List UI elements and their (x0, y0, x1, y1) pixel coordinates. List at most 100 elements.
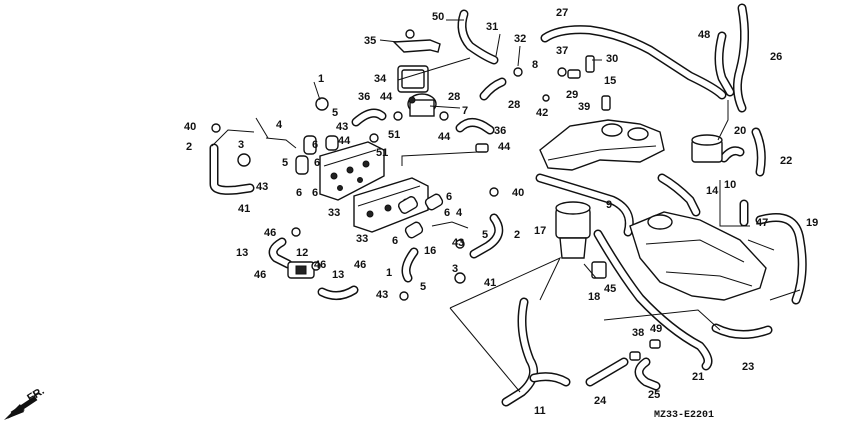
hose-9 (535, 173, 634, 237)
leader-lines (255, 19, 801, 393)
callout-5b: 5 (282, 157, 288, 169)
callout-6: 6 (312, 139, 318, 151)
hose-1-lower (401, 247, 419, 283)
callout-9: 9 (606, 199, 612, 211)
callout-48: 48 (698, 29, 710, 41)
callout-43c: 43 (452, 237, 464, 249)
callout-15: 15 (604, 75, 616, 87)
hose-31 (457, 9, 499, 65)
hose-26 (732, 3, 750, 113)
hose-11 (501, 297, 539, 407)
vacuum-valve-17 (555, 201, 591, 259)
callout-numbers: 50 27 48 26 31 32 35 37 30 8 34 1 15 28 … (184, 7, 818, 417)
callout-8: 8 (532, 59, 538, 71)
callout-33: 33 (328, 207, 340, 219)
callout-21: 21 (692, 371, 704, 383)
diagram-code: MZ33-E2201 (654, 410, 714, 421)
callout-13: 13 (236, 247, 248, 259)
callout-38: 38 (632, 327, 644, 339)
callout-41: 41 (238, 203, 250, 215)
callout-5d: 5 (420, 281, 426, 293)
callout-46d: 46 (254, 269, 266, 281)
hose-19 (755, 213, 807, 305)
callout-2b: 2 (514, 229, 520, 241)
fitting-12 (287, 261, 315, 279)
callout-28b: 28 (508, 99, 520, 111)
pipe-35 (392, 39, 441, 53)
callout-14: 14 (706, 185, 719, 197)
callout-42: 42 (536, 107, 548, 119)
callout-13b: 13 (332, 269, 344, 281)
callout-40: 40 (184, 121, 196, 133)
hose-23 (711, 323, 773, 339)
callout-43d: 43 (376, 289, 388, 301)
callout-3b: 3 (452, 263, 458, 275)
callout-5: 5 (332, 107, 338, 119)
callout-23: 23 (742, 361, 754, 373)
front-direction-arrow-icon (4, 392, 41, 420)
solenoid-valve-10 (691, 134, 723, 163)
callout-32: 32 (514, 33, 526, 45)
callout-41b: 41 (484, 277, 496, 289)
callout-4: 4 (276, 119, 283, 131)
pipe-4-right (431, 221, 469, 229)
callout-30: 30 (606, 53, 618, 65)
callout-10: 10 (724, 179, 736, 191)
callout-11: 11 (534, 405, 546, 417)
callout-6e: 6 (446, 191, 452, 203)
callout-50: 50 (432, 11, 444, 23)
short-hoses-6 (295, 135, 444, 239)
callout-37: 37 (556, 45, 568, 57)
callout-26: 26 (770, 51, 782, 63)
callout-6f: 6 (444, 207, 450, 219)
hose-36b (455, 118, 495, 135)
hose-25 (634, 357, 661, 391)
callout-46b: 46 (314, 259, 326, 271)
callout-1: 1 (318, 73, 324, 85)
callout-34: 34 (374, 73, 387, 85)
callout-47: 47 (756, 217, 768, 229)
clamps (211, 29, 661, 361)
hose-7 (479, 77, 507, 101)
callout-40b: 40 (512, 187, 524, 199)
callout-7: 7 (462, 105, 468, 117)
callout-31: 31 (486, 21, 498, 33)
callout-18: 18 (588, 291, 600, 303)
callout-19: 19 (806, 217, 818, 229)
callout-45: 45 (604, 283, 616, 295)
callout-35: 35 (364, 35, 376, 47)
hose-24 (585, 357, 629, 387)
callout-36: 36 (358, 91, 370, 103)
callout-2: 2 (186, 141, 192, 153)
intake-manifold-upper (539, 119, 665, 171)
callout-12: 12 (296, 247, 308, 259)
callout-51: 51 (388, 129, 400, 141)
pipe-2-left (211, 129, 255, 147)
intake-manifold-lower (629, 211, 767, 301)
hose-13-left (268, 237, 293, 269)
hose-13-right (317, 285, 359, 300)
callout-22: 22 (780, 155, 792, 167)
callout-17: 17 (534, 225, 546, 237)
callout-6c: 6 (296, 187, 302, 199)
callout-44b: 44 (438, 131, 451, 143)
callout-6b: 6 (314, 157, 320, 169)
reed-valve-assembly-upper-33 (319, 141, 385, 201)
callout-27: 27 (556, 7, 568, 19)
callout-24: 24 (594, 395, 607, 407)
callout-44: 44 (380, 91, 393, 103)
callout-39: 39 (578, 101, 590, 113)
hose-48 (714, 31, 735, 97)
callout-51b: 51 (376, 147, 388, 159)
hose-36 (351, 108, 387, 127)
callout-6g: 6 (392, 235, 398, 247)
callout-25: 25 (648, 389, 660, 401)
callout-29: 29 (566, 89, 578, 101)
hose-2-left (209, 143, 255, 195)
hose-11b (529, 372, 571, 387)
callout-49: 49 (650, 323, 662, 335)
callout-1b: 1 (386, 267, 392, 279)
callout-16: 16 (424, 245, 436, 257)
hose-14 (657, 173, 701, 217)
callout-33b: 33 (356, 233, 368, 245)
